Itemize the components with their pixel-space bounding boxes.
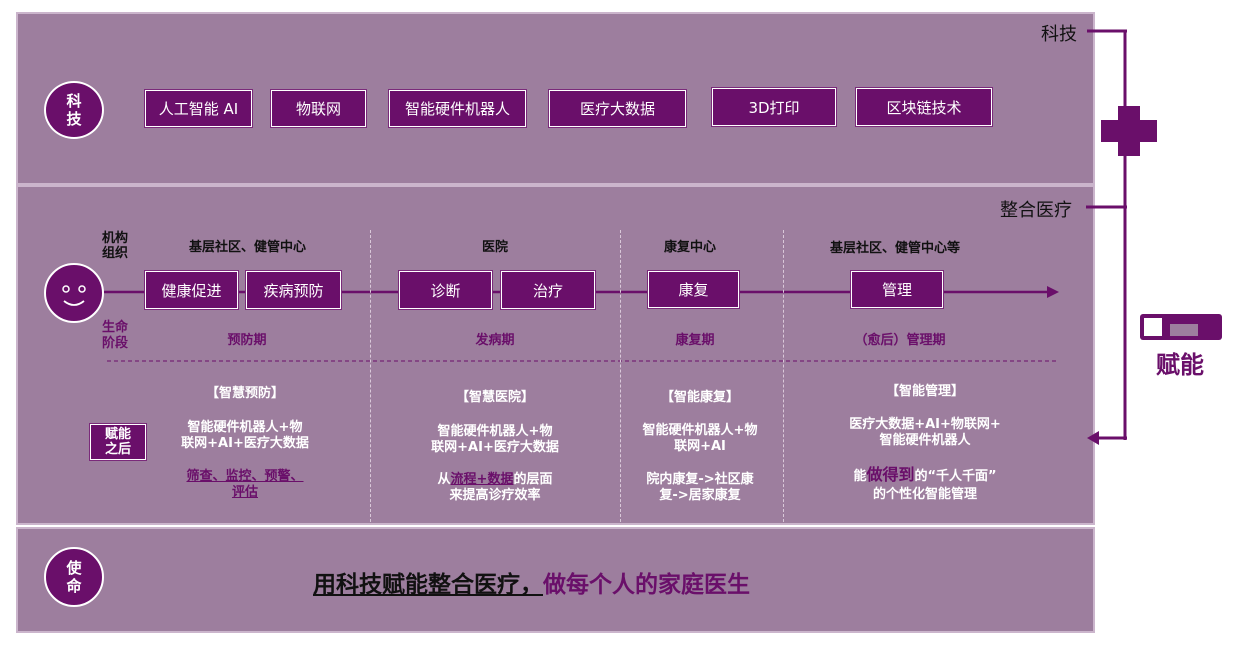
empower-line: 评估	[231, 485, 258, 500]
stage-box: 诊断	[399, 271, 492, 309]
tech-item-blockchain: 区块链技术	[856, 88, 992, 126]
stage-box: 管理	[851, 271, 943, 308]
empower-line: 智能硬件机器人	[879, 433, 971, 448]
empower-blob-icon	[1140, 314, 1222, 340]
empower-highlight: 流程+数据	[450, 472, 514, 487]
smiley-face-icon	[44, 263, 104, 323]
stage-box: 康复	[648, 271, 739, 308]
tech-item-iot: 物联网	[271, 90, 366, 127]
empower-line: 智能硬件机器人+物	[437, 424, 553, 439]
phase-label: 康复期	[675, 333, 715, 348]
empower-title: 【智慧医院】	[455, 390, 534, 405]
after-empower-box: 赋能之后	[90, 424, 146, 460]
tech-item-3dprint: 3D打印	[712, 88, 836, 126]
empower-line: 从流程+数据的层面	[420, 472, 570, 488]
stage-box: 疾病预防	[246, 271, 341, 309]
org-header: 康复中心	[663, 240, 716, 255]
empower-title: 【智慧预防】	[205, 386, 284, 401]
mission-circle: 使命	[44, 547, 104, 607]
empower-line: 智能硬件机器人+物	[642, 423, 758, 438]
stage-box: 治疗	[501, 271, 595, 309]
empower-line-pre: 能	[853, 469, 867, 484]
empower-title: 【智能康复】	[660, 390, 739, 405]
tech-circle-label: 科技	[66, 92, 82, 128]
phase-label: （愈后）管理期	[854, 333, 946, 348]
empower-line: 的个性化智能管理	[872, 487, 977, 502]
mission-panel	[16, 527, 1095, 633]
mission-accent: 做每个人的家庭医生	[543, 572, 750, 598]
empower-line: 筛查、监控、预警、	[186, 469, 304, 484]
life-stage-label: 生命阶段	[101, 320, 128, 351]
org-header: 基层社区、健管中心	[188, 240, 306, 255]
medical-panel	[16, 185, 1095, 525]
org-header: 医院	[481, 240, 508, 255]
phase-label: 预防期	[227, 333, 267, 348]
empower-line: 智能硬件机器人+物	[187, 420, 303, 435]
empower-line: 联网+AI+医疗大数据	[431, 440, 559, 455]
empower-line: 来提高诊疗效率	[449, 488, 541, 503]
mission-statement: 用科技赋能整合医疗，做每个人的家庭医生	[313, 565, 750, 599]
empower-line-pre: 从	[437, 472, 451, 487]
tech-circle: 科技	[44, 81, 104, 139]
tech-side-label: 科技	[1041, 24, 1077, 45]
column-divider	[370, 230, 371, 522]
empower-line-post: 的层面	[513, 472, 553, 487]
empower-line-post: 的“千人千面”	[914, 469, 997, 484]
empower-line: 院内康复->社区康	[646, 472, 754, 487]
phase-label: 发病期	[475, 333, 515, 348]
empower-line: 联网+AI+医疗大数据	[181, 436, 309, 451]
tech-item-ai: 人工智能 AI	[145, 90, 252, 127]
tech-item-bigdata: 医疗大数据	[549, 90, 686, 127]
org-header: 基层社区、健管中心等	[829, 241, 960, 256]
empower-title: 【智能管理】	[885, 384, 964, 399]
tech-item-robot: 智能硬件机器人	[389, 90, 526, 127]
empower-line: 复->居家康复	[659, 488, 741, 503]
org-label: 机构组织	[101, 231, 128, 261]
mission-main: 用科技赋能整合医疗，	[313, 572, 543, 598]
column-divider	[620, 230, 621, 522]
empower-side-label: 赋能	[1156, 351, 1204, 379]
stage-box: 健康促进	[145, 271, 238, 309]
empower-highlight: 做得到	[866, 465, 915, 484]
medical-side-label: 整合医疗	[1000, 200, 1072, 221]
after-empower-label: 赋能之后	[104, 427, 131, 457]
empower-line: 能做得到的“千人千面”	[825, 467, 1025, 485]
empower-line: 联网+AI	[674, 439, 726, 454]
column-divider	[783, 230, 784, 522]
plus-icon	[1101, 106, 1157, 156]
mission-circle-label: 使命	[66, 559, 82, 595]
empower-line: 医疗大数据+AI+物联网+	[849, 417, 1001, 432]
